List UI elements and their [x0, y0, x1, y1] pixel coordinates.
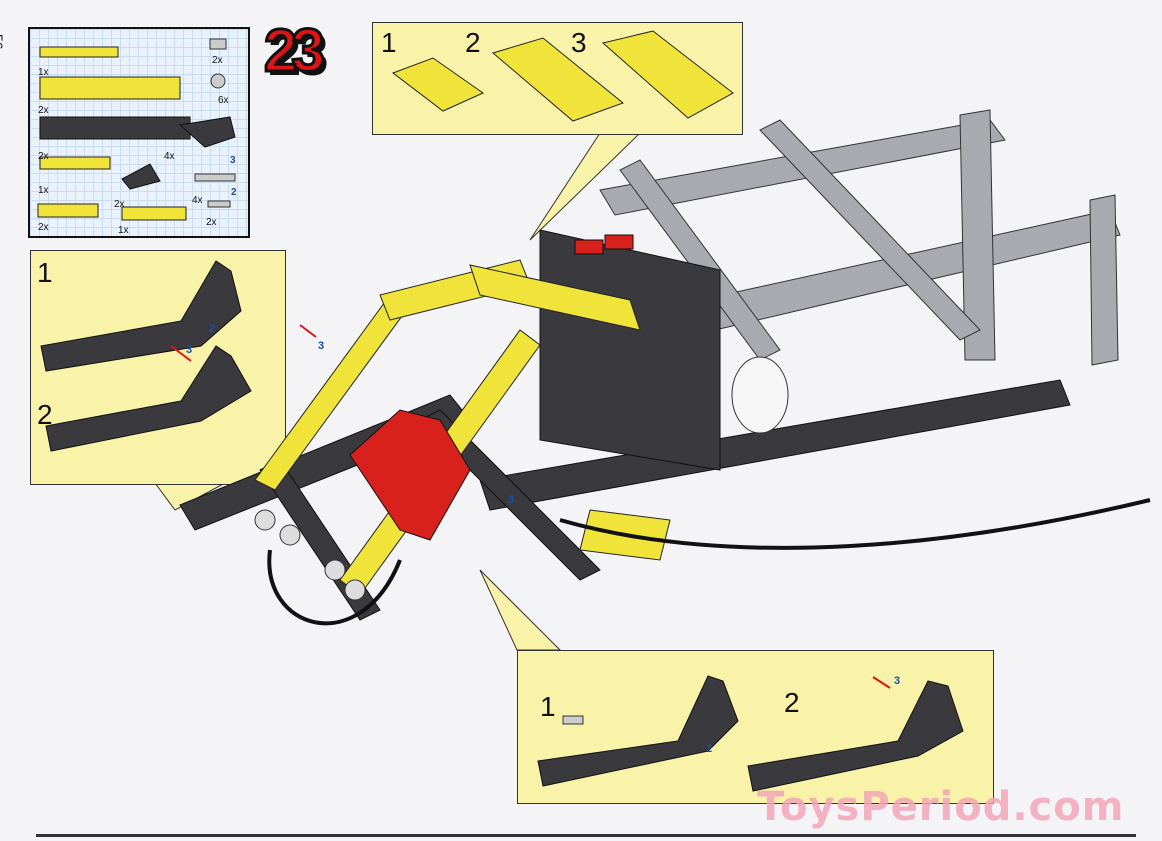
callout-step-label: 2 — [465, 27, 481, 58]
qty-label: 6x — [218, 95, 229, 106]
liftarm-illustrations-bottom — [537, 675, 964, 792]
yellow-plate-part-4 — [121, 206, 187, 221]
red-arrow — [872, 676, 891, 689]
liftarm-illustrations — [40, 260, 252, 452]
qty-label: 2x — [114, 199, 125, 210]
bush-part — [210, 73, 226, 89]
blue-mark: 3 — [508, 494, 515, 506]
blue-mark: 3 — [318, 340, 325, 352]
qty-label: 2x — [38, 151, 49, 162]
dark-liftarm-part — [121, 163, 161, 190]
light-grey-frame — [599, 109, 1121, 366]
plate-illustrations — [391, 30, 734, 122]
liftarm-step-2 — [747, 680, 964, 792]
pin-part — [209, 38, 227, 50]
liftarm-step-1 — [537, 675, 739, 787]
callout-step-label: 3 — [571, 27, 587, 58]
red-arrow — [299, 324, 317, 338]
red-seat — [349, 409, 471, 541]
liftarm-step-2 — [45, 345, 252, 452]
callout-step-label: 2 — [784, 687, 800, 718]
qty-label: 1x — [118, 225, 129, 236]
bottom-callout: 1 2 2 3 — [517, 650, 994, 804]
yellow-beam-part — [39, 76, 181, 100]
cable — [267, 549, 402, 626]
qty-label: 3 — [230, 155, 236, 166]
qty-label: 2 — [231, 187, 237, 198]
qty-label: 2x — [206, 217, 217, 228]
parts-inventory-box: 1x 2x 6x 2x 2x 4x 1x 2x 4x 3 2x 2 2x 1x … — [28, 27, 250, 238]
blue-mark: 3 — [894, 675, 901, 687]
yellow-plate-part-2 — [39, 156, 111, 170]
dark-lever-part — [178, 116, 236, 148]
pin-part — [562, 715, 584, 725]
yellow-plate-part-3 — [37, 203, 99, 218]
watermark: ToysPeriod.com — [757, 784, 1125, 830]
step-number: 23 — [263, 16, 327, 86]
bottom-rule — [36, 834, 1136, 837]
callout-step-label: 1 — [381, 27, 397, 58]
callout-step-label: 1 — [37, 257, 53, 288]
parts-illustrations — [37, 38, 236, 221]
yellow-plate-part — [39, 46, 119, 58]
qty-label: 1x — [38, 67, 49, 78]
cable-2 — [559, 498, 1151, 550]
callout-step-label: 1 — [540, 691, 556, 722]
blue-mark: 3 — [186, 344, 193, 356]
left-callout: 1 2 2 3 — [30, 250, 286, 485]
blue-mark: 2 — [209, 323, 216, 335]
liftarm-step-1 — [40, 260, 242, 372]
qty-label: 2x — [212, 55, 223, 66]
blue-mark: 2 — [706, 743, 713, 755]
axle-short-part — [207, 200, 231, 208]
yellow-plate-2 — [491, 37, 625, 122]
qty-label: 2x — [38, 222, 49, 233]
qty-label: 1x — [38, 185, 49, 196]
qty-label: 4x — [164, 151, 175, 162]
battery-switch — [574, 234, 634, 255]
top-callout: 1 2 3 — [372, 22, 743, 135]
qty-label: 4x — [192, 195, 203, 206]
axle-part — [194, 173, 236, 182]
yellow-plate-3 — [601, 30, 734, 119]
motor — [731, 356, 789, 434]
lights — [254, 509, 366, 601]
callout-step-label: 2 — [37, 399, 53, 430]
qty-label: 2x — [38, 105, 49, 116]
dark-grey-frame — [179, 229, 1071, 621]
red-arrow — [170, 345, 192, 362]
yellow-plate-1 — [391, 57, 485, 112]
